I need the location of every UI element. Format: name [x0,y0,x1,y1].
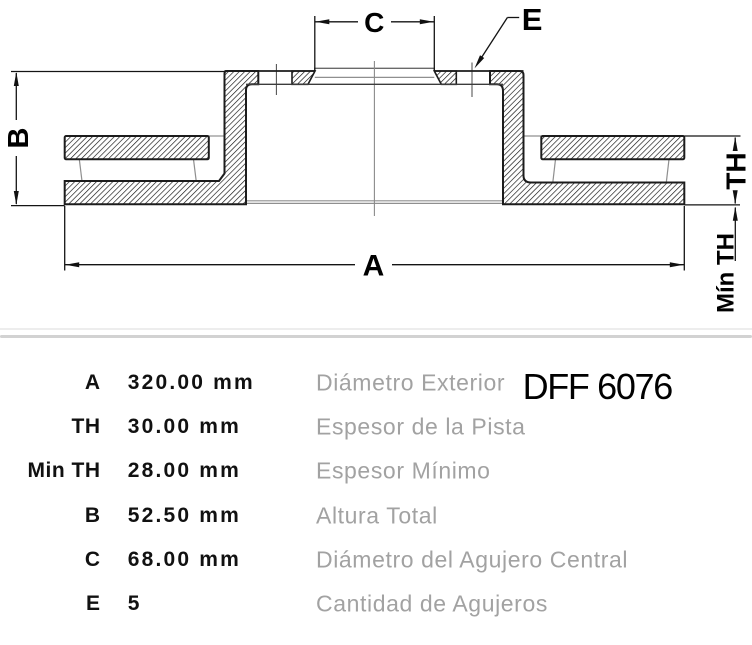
svg-text:E: E [522,2,543,37]
svg-text:TH: TH [721,152,752,189]
svg-text:C: C [364,7,384,38]
svg-text:Mín TH: Mín TH [713,233,740,313]
svg-text:A: A [363,250,385,283]
svg-text:B: B [3,128,35,149]
